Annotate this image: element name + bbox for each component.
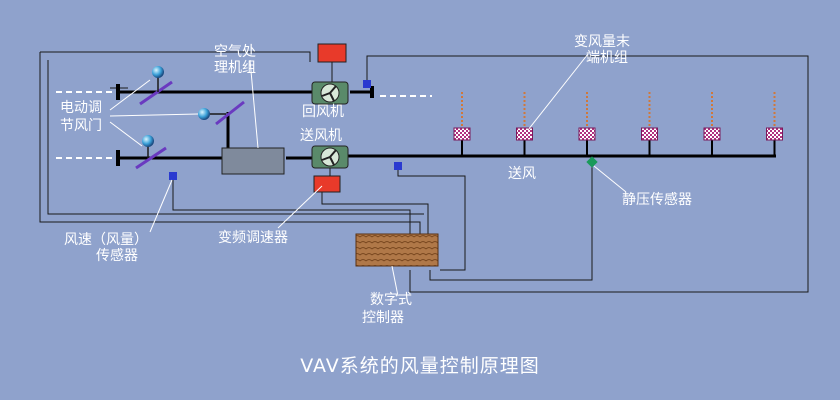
return-fan[interactable] xyxy=(311,81,349,105)
actuator-icon xyxy=(142,135,154,147)
label-vfd: 变频调速器 xyxy=(218,230,288,246)
label-vav-2: 端机组 xyxy=(586,50,628,66)
fan-icon xyxy=(321,149,337,166)
vav-unit[interactable] xyxy=(641,92,658,156)
label-vav-1: 变风量末 xyxy=(574,34,630,50)
return-fan-vfd[interactable] xyxy=(317,43,347,63)
actuator-icon xyxy=(152,66,164,78)
label-controller-2: 控制器 xyxy=(362,310,404,326)
signal-wiring xyxy=(39,51,809,293)
air-flow-dashes xyxy=(56,91,432,159)
fan-icon xyxy=(321,85,337,102)
vav-unit[interactable] xyxy=(453,92,471,156)
supply-fan[interactable] xyxy=(311,145,349,169)
vav-unit[interactable] xyxy=(703,92,721,156)
supply-flow-sensor[interactable] xyxy=(394,162,402,170)
actuator-icon xyxy=(198,108,210,120)
vav-box xyxy=(641,127,658,141)
return-flow-sensor[interactable] xyxy=(363,80,371,88)
damper-return[interactable] xyxy=(139,66,173,106)
damper-leaders xyxy=(109,79,199,147)
vav-unit[interactable] xyxy=(766,92,783,156)
controller-leader xyxy=(391,265,399,297)
label-supply-air: 送风 xyxy=(508,166,536,182)
damper-mix[interactable] xyxy=(198,100,245,126)
static-pressure-sensor[interactable] xyxy=(586,156,598,168)
vav-leader xyxy=(527,53,589,131)
label-return-fan: 回风机 xyxy=(302,104,344,120)
outdoor-flow-sensor[interactable] xyxy=(169,172,177,180)
digital-controller[interactable] xyxy=(355,233,439,267)
diagram-title: VAV系统的风量控制原理图 xyxy=(300,355,540,377)
flow-sensor-leader xyxy=(149,179,173,233)
label-damper-1: 电动调 xyxy=(60,100,102,116)
vav-unit[interactable] xyxy=(516,92,533,156)
label-supply-fan: 送风机 xyxy=(300,128,342,144)
ducts xyxy=(118,90,776,160)
vfd-leader xyxy=(277,185,323,229)
vav-box xyxy=(578,127,596,141)
label-static-sensor: 静压传感器 xyxy=(622,191,692,208)
label-ahu-1: 空气处 xyxy=(214,44,256,60)
label-controller-1: 数字式 xyxy=(370,292,412,308)
duct-ends xyxy=(116,84,374,166)
vav-box xyxy=(766,127,783,141)
vav-unit[interactable] xyxy=(578,92,596,156)
vav-box xyxy=(703,127,721,141)
label-ahu-2: 理机组 xyxy=(214,60,256,76)
ahu-leader xyxy=(249,59,259,149)
label-flow-sensor-2: 传感器 xyxy=(96,247,138,264)
vav-box xyxy=(453,127,471,141)
vav-terminal-units xyxy=(453,92,783,156)
vav-box xyxy=(516,127,533,141)
label-flow-sensor-1: 风速（风量） xyxy=(64,232,148,248)
damper-outdoor[interactable] xyxy=(135,135,167,170)
static-sensor-leader xyxy=(593,165,627,193)
label-damper-2: 节风门 xyxy=(60,118,102,134)
ahu-coil[interactable] xyxy=(221,147,285,175)
